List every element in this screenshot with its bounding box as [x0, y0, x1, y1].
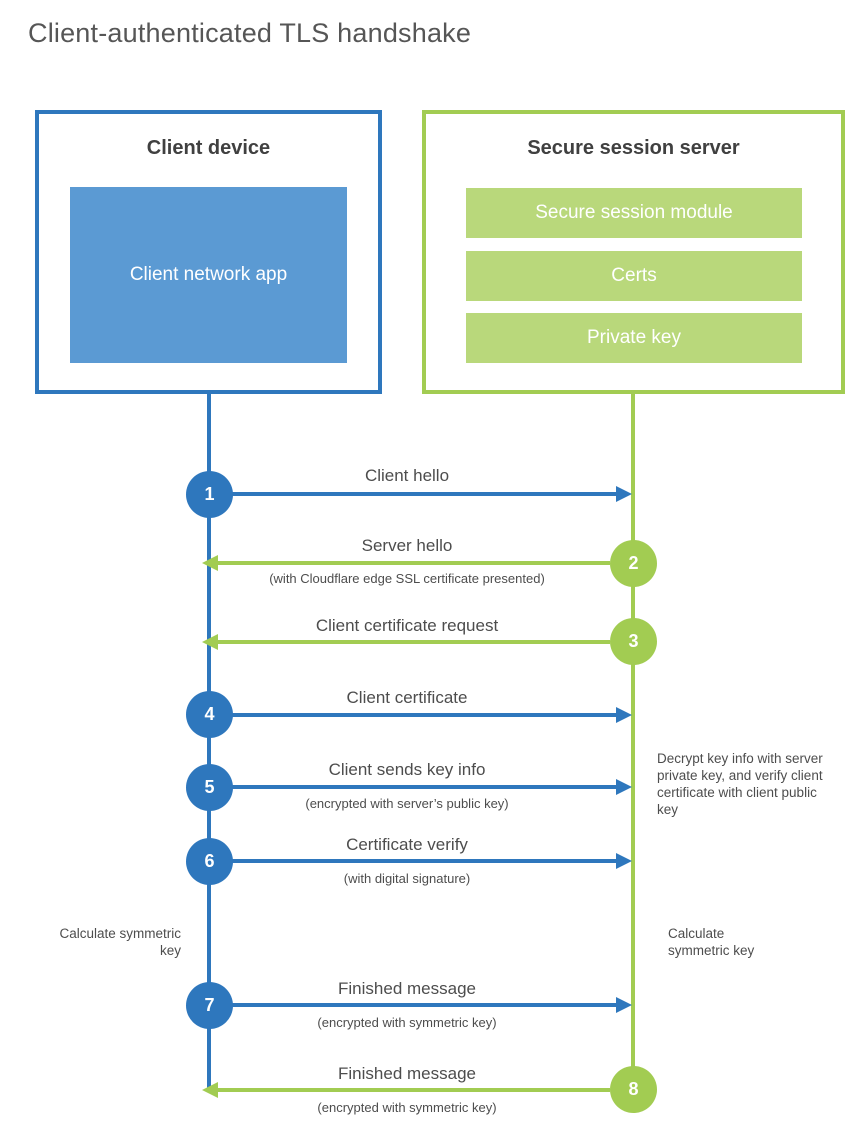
step-7-arrow-line — [231, 1003, 616, 1007]
step-3-arrowhead-icon — [202, 634, 218, 650]
step-8-sublabel: (encrypted with symmetric key) — [317, 1100, 497, 1115]
secure-session-server-title: Secure session server — [527, 137, 740, 159]
step-4-arrow-line — [231, 713, 616, 717]
step-1-arrowhead-icon — [616, 486, 632, 502]
private-key-bar: Private key — [466, 313, 802, 363]
step-2-number: 2 — [628, 553, 639, 573]
secure-session-module-bar: Secure session module — [466, 188, 802, 238]
client-network-app-label: Client network app — [129, 264, 288, 285]
step-8-arrow-line — [218, 1088, 610, 1092]
step-3-arrow-line — [218, 640, 610, 644]
step-8-label: Finished message — [338, 1064, 476, 1083]
step-1-label: Client hello — [364, 466, 450, 485]
client-calculate-note: Calculate symmetric key — [59, 926, 181, 958]
step-2-arrow-line — [218, 561, 610, 565]
client-lifeline — [207, 390, 211, 1090]
step-4-number: 4 — [204, 704, 215, 724]
step-3-marker: 3 — [610, 618, 657, 665]
step-7-number: 7 — [204, 995, 215, 1015]
server-calculate-note: Calculate symmetric key — [668, 926, 755, 958]
step-1-marker: 1 — [186, 471, 233, 518]
step-7-arrowhead-icon — [616, 997, 632, 1013]
step-5-marker: 5 — [186, 764, 233, 811]
certs-bar: Certs — [466, 251, 802, 301]
step-6-marker: 6 — [186, 838, 233, 885]
step-5-number: 5 — [204, 777, 215, 797]
step-4-arrowhead-icon — [616, 707, 632, 723]
step-2-sublabel: (with Cloudflare edge SSL certificate pr… — [269, 571, 545, 586]
secure-session-module-label: Secure session module — [535, 202, 733, 223]
step-6-number: 6 — [204, 851, 215, 871]
step-8-marker: 8 — [610, 1066, 657, 1113]
page-title: Client-authenticated TLS handshake — [28, 18, 472, 48]
step-6-sublabel: (with digital signature) — [343, 871, 471, 886]
step-4-label: Client certificate — [346, 688, 468, 707]
step-6-label: Certificate verify — [346, 835, 468, 854]
private-key-label: Private key — [587, 327, 681, 348]
step-8-arrowhead-icon — [202, 1082, 218, 1098]
step-3-number: 3 — [628, 631, 639, 651]
step-3-label: Client certificate request — [315, 616, 499, 635]
step-5-arrow-line — [231, 785, 616, 789]
step-2-marker: 2 — [610, 540, 657, 587]
step-6-arrow-line — [231, 859, 616, 863]
step-2-arrowhead-icon — [202, 555, 218, 571]
step-1-number: 1 — [204, 484, 215, 504]
client-device-title: Client device — [146, 137, 271, 159]
step-8-number: 8 — [628, 1079, 639, 1099]
step-2-label: Server hello — [361, 536, 453, 555]
step-7-marker: 7 — [186, 982, 233, 1029]
step-5-arrowhead-icon — [616, 779, 632, 795]
step-7-label: Finished message — [338, 979, 476, 998]
server-lifeline — [631, 390, 635, 1090]
step-6-arrowhead-icon — [616, 853, 632, 869]
step-1-arrow-line — [231, 492, 616, 496]
step-7-sublabel: (encrypted with symmetric key) — [317, 1015, 497, 1030]
client-network-app-module: Client network app — [70, 187, 347, 363]
server-decrypt-note: Decrypt key info with server private key… — [657, 751, 823, 817]
step-4-marker: 4 — [186, 691, 233, 738]
step-5-sublabel: (encrypted with server’s public key) — [305, 796, 509, 811]
step-5-label: Client sends key info — [328, 760, 486, 779]
certs-label: Certs — [611, 265, 657, 286]
